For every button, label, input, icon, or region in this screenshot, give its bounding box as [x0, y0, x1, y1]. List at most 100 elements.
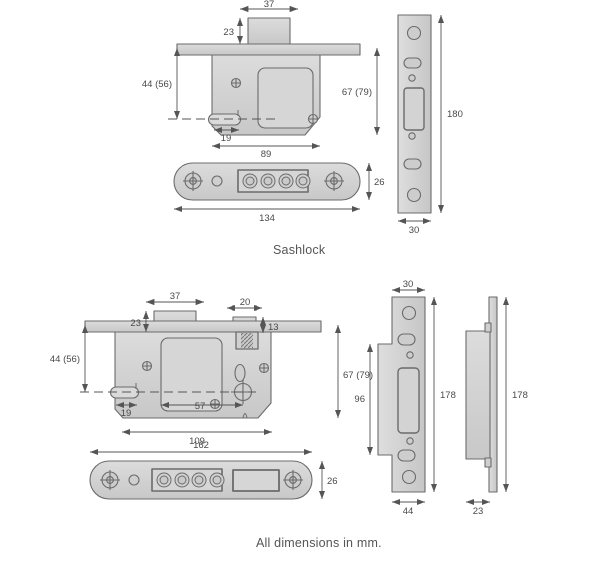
dim-label-dead-forend-30: 30 — [403, 279, 414, 290]
deadlock-edge-tab-top — [484, 322, 492, 333]
deadlock-forend-slot-upper — [397, 333, 416, 346]
dim-label-23: 23 — [223, 27, 234, 38]
sashlock-forend-screw-bottom — [406, 187, 422, 203]
sashlock-screw-marker-upper — [230, 77, 242, 89]
sashlock-forend-bolt-aperture — [403, 87, 425, 131]
sashlock-forend-view — [397, 14, 432, 214]
sashlock-forend-slot-upper — [403, 57, 422, 69]
dim-sash-89: 89 — [212, 143, 320, 160]
dim-label-37-top: 37 — [264, 0, 275, 10]
dim-label-dead-20: 20 — [240, 297, 251, 308]
deadlock-faceplate-view — [89, 460, 313, 500]
dim-label-134: 134 — [259, 213, 275, 224]
dim-dead-23: 23 — [130, 311, 149, 332]
sashlock-caption: Sashlock — [273, 243, 326, 257]
dim-dead-26: 26 — [319, 461, 338, 499]
dim-dead-178: 178 — [431, 297, 456, 492]
sashlock-forend-screw-top — [406, 25, 422, 41]
sashlock-forend-pin-upper — [408, 74, 416, 82]
deadlock-notch — [242, 413, 248, 419]
deadlock-keep-pin-group — [156, 472, 225, 488]
dim-label-dead-57: 57 — [195, 401, 206, 412]
sashlock-follower-block — [247, 17, 291, 45]
dim-label-dead-67-79: 67 (79) — [343, 370, 373, 381]
dim-dead-13: 13 — [260, 317, 279, 333]
sashlock-screw-marker-lower — [307, 113, 319, 125]
deadlock-forend-slot-lower — [397, 449, 416, 462]
deadlock-forend-pin-upper — [406, 351, 414, 359]
deadlock-screw-marker-upper-right — [258, 362, 270, 374]
sashlock-faceplate-hole — [211, 175, 223, 187]
dim-label-dead-162: 162 — [193, 440, 209, 451]
dim-label-19: 19 — [221, 133, 232, 144]
sashlock-keep-pin-group — [242, 173, 311, 189]
dim-sash-37: 37 — [240, 0, 298, 12]
units-note: All dimensions in mm. — [256, 536, 382, 550]
deadlock-faceplate-hole — [128, 474, 140, 486]
dim-dead-96: 96 — [354, 344, 373, 455]
dim-dead-57: 57 — [161, 401, 243, 412]
dim-sash-67: 67 (79) — [342, 48, 380, 135]
dim-label-dead-23: 23 — [130, 318, 141, 329]
sashlock-faceplate-fixing-right — [324, 171, 344, 191]
deadlock-forend-strip — [84, 320, 322, 333]
dim-label-dead-19: 19 — [121, 408, 132, 419]
sashlock-case-cover — [257, 67, 314, 129]
dim-label-dead-37: 37 — [170, 291, 181, 302]
dimension-annotations: 37 23 44 (56) 67 (79) 19 89 180 — [50, 0, 528, 517]
dim-label-dead-44-56: 44 (56) — [50, 354, 80, 365]
dim-label-180: 180 — [447, 109, 463, 120]
dim-label-89: 89 — [261, 149, 272, 160]
dim-sash-23: 23 — [223, 18, 243, 44]
dim-dead-forend-30: 30 — [392, 279, 425, 293]
dim-sash-26: 26 — [366, 163, 385, 200]
dim-label-dead-26: 26 — [327, 476, 338, 487]
deadlock-edge-tab-bottom — [484, 457, 492, 468]
dim-label-178-forend: 178 — [440, 390, 456, 401]
dim-dead-edge-178: 178 — [503, 297, 528, 492]
deadlock-faceplate-fixing-right — [283, 470, 303, 490]
dim-label-67-79: 67 (79) — [342, 87, 372, 98]
deadlock-edge-case — [465, 330, 491, 460]
dim-dead-44: 44 (56) — [50, 325, 88, 392]
dim-sash-134: 134 — [174, 206, 360, 224]
dim-label-dead-109: 109 — [189, 436, 205, 447]
deadlock-forend-pin-lower — [406, 437, 414, 445]
dim-dead-67: 67 (79) — [335, 325, 373, 418]
dim-label-dead-forend-44: 44 — [403, 506, 414, 517]
sashlock-forend-strip — [176, 43, 361, 56]
deadlock-spring-housing — [235, 331, 259, 350]
deadlock-screw-marker-lower — [209, 398, 221, 410]
dim-sash-30: 30 — [398, 218, 431, 236]
sashlock-faceplate-view — [173, 162, 361, 201]
dim-sash-44: 44 (56) — [142, 48, 180, 119]
dim-sash-19: 19 — [214, 127, 239, 144]
sashlock-forend-slot-lower — [403, 158, 422, 170]
dim-label-dead-13: 13 — [268, 322, 279, 333]
dim-dead-23-depth: 23 — [466, 499, 490, 517]
dim-label-96: 96 — [354, 394, 365, 405]
dim-sash-180: 180 — [438, 15, 463, 213]
dim-dead-162-upper: 162 — [90, 440, 312, 455]
dim-dead-19: 19 — [116, 402, 137, 419]
sashlock-faceplate-fixing-left — [183, 171, 203, 191]
deadlock-oval-aperture — [234, 363, 246, 383]
deadlock-edge-view — [465, 296, 498, 493]
dim-label-dead-edge-23: 23 — [473, 506, 484, 517]
deadlock-forend-view — [377, 296, 426, 493]
deadlock-front-view — [80, 310, 322, 419]
dim-label-26: 26 — [374, 177, 385, 188]
deadlock-case-cover — [160, 337, 223, 412]
dim-dead-37: 37 — [146, 291, 204, 305]
deadlock-forend-screw-bottom — [401, 469, 417, 485]
sashlock-front-view — [168, 17, 361, 136]
dim-label-178-edge: 178 — [512, 390, 528, 401]
dim-dead-20: 20 — [227, 297, 262, 311]
dim-label-44-56: 44 (56) — [142, 79, 172, 90]
dim-dead-forend-44: 44 — [392, 499, 425, 517]
deadlock-screw-marker-upper-left — [141, 360, 153, 372]
dim-label-30: 30 — [409, 225, 420, 236]
sashlock-forend-pin-lower — [408, 132, 416, 140]
